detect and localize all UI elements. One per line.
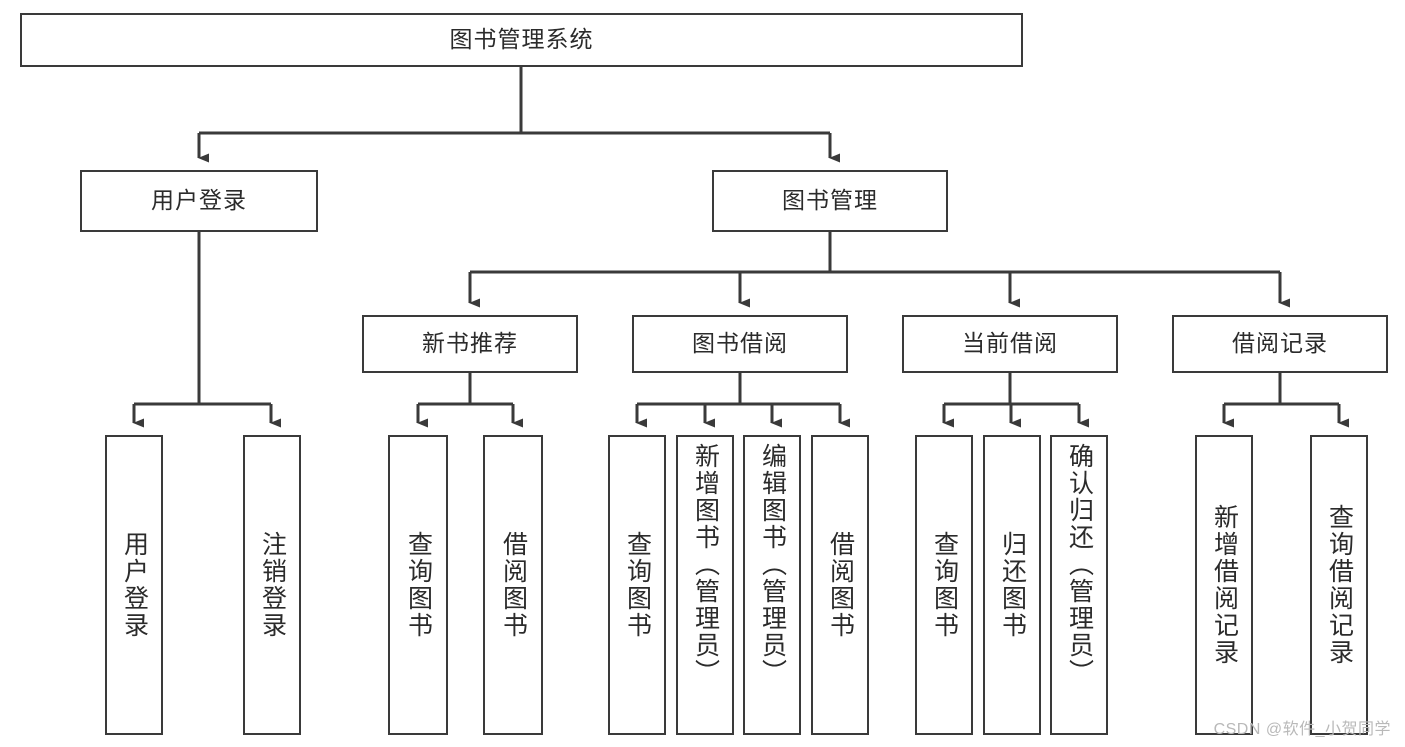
node-new-book-recommend[interactable]: 新书推荐 bbox=[362, 315, 578, 373]
leaf-add-book-admin[interactable]: 新增图书（管理员） bbox=[676, 435, 734, 735]
node-book-management[interactable]: 图书管理 bbox=[712, 170, 948, 232]
node-borrow-record[interactable]: 借阅记录 bbox=[1172, 315, 1388, 373]
leaf-add-borrow-record[interactable]: 新增借阅记录 bbox=[1195, 435, 1253, 735]
leaf-logout-login-label: 注销登录 bbox=[258, 531, 287, 639]
node-current-borrow[interactable]: 当前借阅 bbox=[902, 315, 1118, 373]
leaf-confirm-return-admin[interactable]: 确认归还（管理员） bbox=[1050, 435, 1108, 735]
leaf-query-book-2[interactable]: 查询图书 bbox=[608, 435, 666, 735]
leaf-user-login[interactable]: 用户登录 bbox=[105, 435, 163, 735]
leaf-add-book-admin-label: 新增图书（管理员） bbox=[691, 443, 720, 686]
node-user-login-label: 用户登录 bbox=[151, 187, 247, 214]
node-current-borrow-label: 当前借阅 bbox=[962, 330, 1058, 357]
node-root[interactable]: 图书管理系统 bbox=[20, 13, 1023, 67]
leaf-borrow-book-2-label: 借阅图书 bbox=[826, 531, 855, 639]
leaf-query-book-1-label: 查询图书 bbox=[404, 531, 433, 639]
leaf-confirm-return-admin-label: 确认归还（管理员） bbox=[1065, 443, 1094, 686]
node-book-borrow-label: 图书借阅 bbox=[692, 330, 788, 357]
leaf-query-book-3[interactable]: 查询图书 bbox=[915, 435, 973, 735]
leaf-query-borrow-record[interactable]: 查询借阅记录 bbox=[1310, 435, 1368, 735]
node-book-borrow[interactable]: 图书借阅 bbox=[632, 315, 848, 373]
leaf-add-borrow-record-label: 新增借阅记录 bbox=[1210, 504, 1239, 666]
leaf-return-book[interactable]: 归还图书 bbox=[983, 435, 1041, 735]
node-borrow-record-label: 借阅记录 bbox=[1232, 330, 1328, 357]
leaf-logout-login[interactable]: 注销登录 bbox=[243, 435, 301, 735]
leaf-borrow-book-1-label: 借阅图书 bbox=[499, 531, 528, 639]
node-root-label: 图书管理系统 bbox=[449, 26, 594, 53]
node-new-book-recommend-label: 新书推荐 bbox=[422, 330, 518, 357]
leaf-user-login-label: 用户登录 bbox=[120, 531, 149, 639]
node-book-management-label: 图书管理 bbox=[782, 187, 878, 214]
leaf-query-book-3-label: 查询图书 bbox=[930, 531, 959, 639]
leaf-borrow-book-1[interactable]: 借阅图书 bbox=[483, 435, 543, 735]
leaf-query-borrow-record-label: 查询借阅记录 bbox=[1325, 504, 1354, 666]
csdn-watermark: CSDN @软件_小贺同学 bbox=[1213, 721, 1391, 738]
leaf-edit-book-admin-label: 编辑图书（管理员） bbox=[758, 443, 787, 686]
leaf-edit-book-admin[interactable]: 编辑图书（管理员） bbox=[743, 435, 801, 735]
leaf-return-book-label: 归还图书 bbox=[998, 531, 1027, 639]
node-user-login[interactable]: 用户登录 bbox=[80, 170, 318, 232]
leaf-query-book-2-label: 查询图书 bbox=[623, 531, 652, 639]
leaf-borrow-book-2[interactable]: 借阅图书 bbox=[811, 435, 869, 735]
leaf-query-book-1[interactable]: 查询图书 bbox=[388, 435, 448, 735]
